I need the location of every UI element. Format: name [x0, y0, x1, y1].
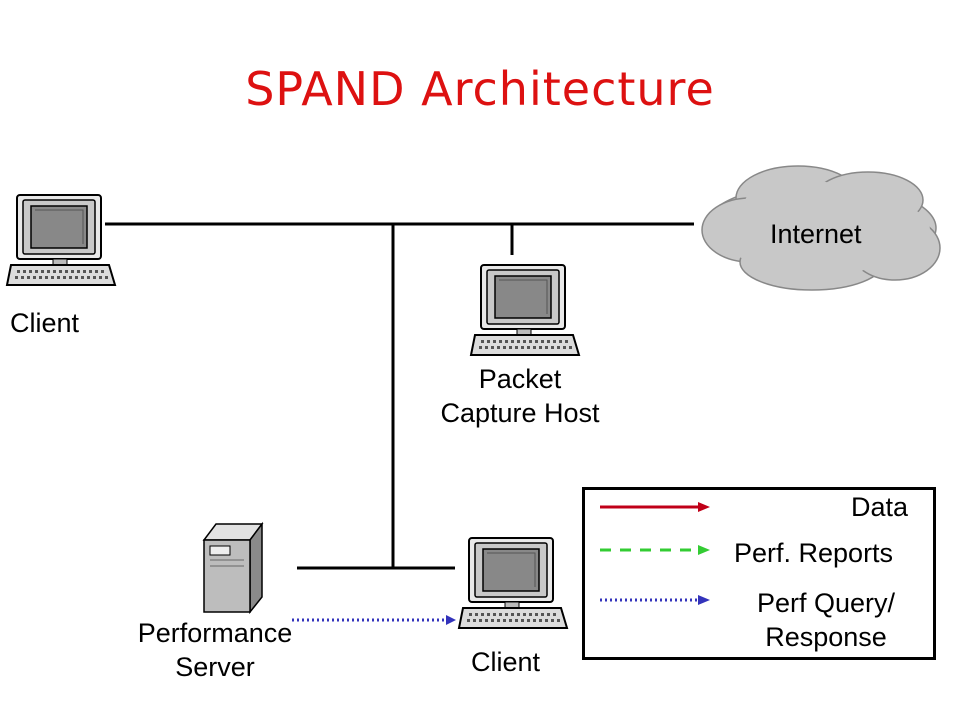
diagram-title: SPAND Architecture [245, 62, 715, 116]
legend-query-label: Perf Query/ Response [720, 586, 932, 654]
client-bottom-computer-icon [458, 537, 568, 629]
client-top-computer-icon [6, 194, 116, 286]
legend-query-label-line2: Response [765, 622, 887, 652]
capture-host-label-line2: Capture Host [440, 398, 600, 428]
perf-server-label: Performance Server [115, 616, 315, 684]
legend-reports-arrowhead [698, 545, 710, 555]
capture-host-computer-icon [470, 264, 580, 356]
client-top-label: Client [10, 308, 80, 338]
legend-data-arrowhead [698, 502, 710, 512]
legend-data-label: Data [851, 492, 909, 522]
server-tower-icon [202, 521, 264, 615]
legend-query-label-line1: Perf Query/ [756, 588, 896, 618]
internet-cloud-icon [701, 165, 941, 291]
capture-host-label-line1: Packet [478, 364, 562, 394]
internet-label: Internet [770, 219, 862, 249]
legend-box [582, 487, 936, 660]
perf-server-label-line2: Server [175, 652, 255, 682]
perf-query-arrowhead [446, 615, 456, 625]
client-bottom-label: Client [471, 647, 541, 677]
capture-host-label: Packet Capture Host [415, 362, 625, 430]
legend-query-arrowhead [698, 595, 710, 605]
perf-server-label-line1: Performance [137, 618, 293, 648]
legend-reports-label: Perf. Reports [734, 538, 894, 568]
